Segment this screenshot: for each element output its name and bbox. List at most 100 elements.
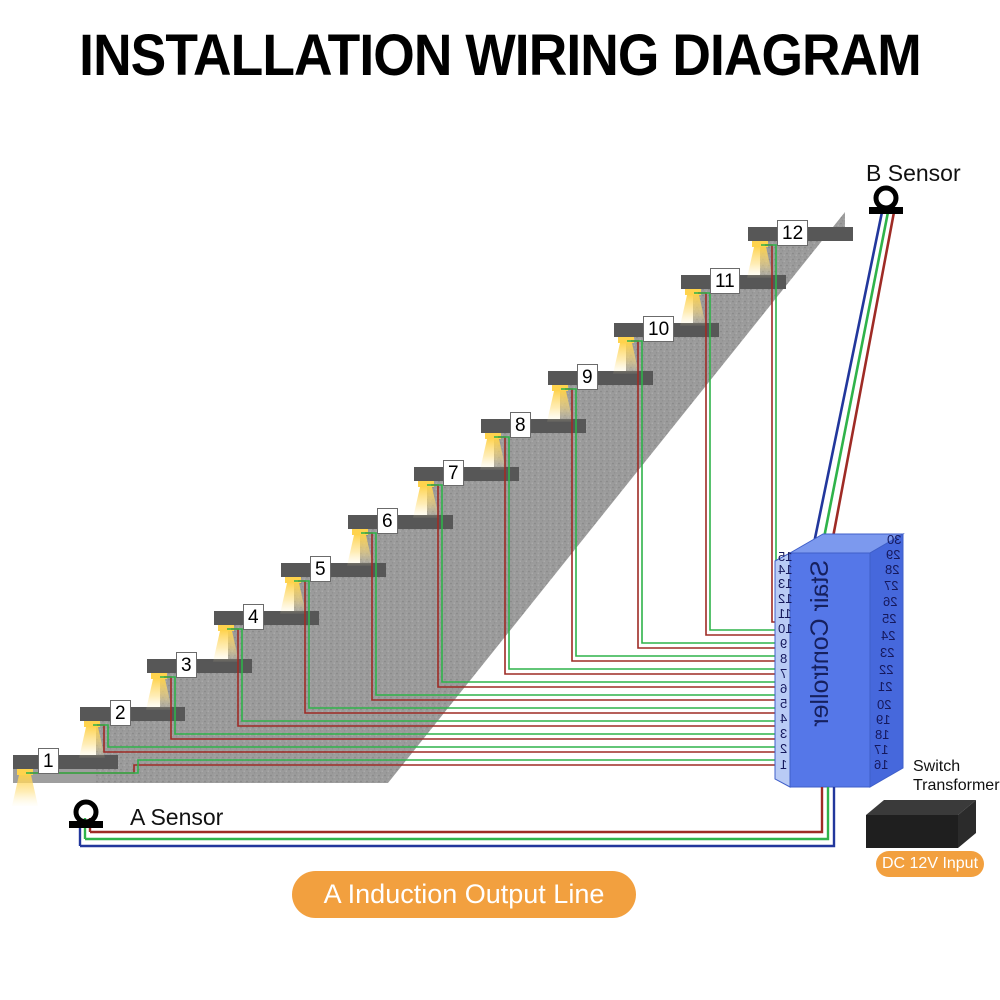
terminal-left-8: 8 <box>780 651 788 666</box>
terminal-right-18: 18 <box>875 727 890 742</box>
terminal-right-28: 28 <box>885 562 900 577</box>
tread-8 <box>481 419 586 433</box>
wire-green-11 <box>694 292 786 631</box>
terminal-right-26: 26 <box>883 594 898 609</box>
step-number-10: 10 <box>643 316 675 342</box>
step-number-2: 2 <box>110 700 131 726</box>
tread-5 <box>281 563 386 577</box>
tread-2 <box>80 707 185 721</box>
wire-green-9 <box>561 388 786 657</box>
tread-7 <box>414 467 519 481</box>
lamp-4 <box>218 625 234 631</box>
lamp-7 <box>418 481 434 487</box>
stair-controller-box <box>774 533 905 788</box>
terminal-right-22: 22 <box>879 662 894 677</box>
terminal-right-20: 20 <box>877 697 892 712</box>
terminal-right-27: 27 <box>884 578 899 593</box>
lamp-glow-11 <box>680 295 706 326</box>
wire-green-5 <box>294 580 786 709</box>
terminal-right-24: 24 <box>881 628 896 643</box>
lamp-10 <box>618 337 634 343</box>
step-8 <box>480 419 586 470</box>
step-number-12: 12 <box>777 220 809 246</box>
terminal-left-15: 15 <box>778 549 793 564</box>
wire-green-2 <box>93 724 786 748</box>
step-number-8: 8 <box>510 412 531 438</box>
lamp-6 <box>352 529 368 535</box>
tread-9 <box>548 371 653 385</box>
lamp-5 <box>285 577 301 583</box>
step-9 <box>547 371 653 422</box>
lamp-glow-5 <box>280 583 306 614</box>
lamp-12 <box>752 241 768 247</box>
terminal-left-1: 1 <box>780 757 788 772</box>
step-number-5: 5 <box>310 556 331 582</box>
terminal-left-2: 2 <box>780 741 788 756</box>
terminal-left-11: 11 <box>778 606 792 621</box>
terminal-right-25: 25 <box>882 611 897 626</box>
terminal-right-16: 16 <box>874 757 889 772</box>
lamp-2 <box>84 721 100 727</box>
step-number-3: 3 <box>176 652 197 678</box>
b-sensor-wires <box>811 211 896 549</box>
lamp-8 <box>485 433 501 439</box>
terminal-left-5: 5 <box>780 696 788 711</box>
wire-green-10 <box>627 340 786 644</box>
lamp-glow-2 <box>79 727 105 758</box>
lamp-glow-6 <box>347 535 373 566</box>
page-title: INSTALLATION WIRING DIAGRAM <box>79 23 922 88</box>
lamp-glow-9 <box>547 391 573 422</box>
wire-green-7 <box>427 484 786 683</box>
terminal-left-3: 3 <box>780 726 788 741</box>
dc-input-badge: DC 12V Input <box>876 851 984 877</box>
terminal-left-4: 4 <box>780 711 788 726</box>
lamp-9 <box>552 385 568 391</box>
lamp-glow-8 <box>480 439 506 470</box>
b-wire-blue <box>811 211 884 549</box>
step-number-11: 11 <box>710 268 740 294</box>
tread-6 <box>348 515 453 529</box>
b-sensor-label: B Sensor <box>866 160 961 186</box>
lamp-3 <box>151 673 167 679</box>
step-number-7: 7 <box>443 460 464 486</box>
terminal-left-14: 14 <box>778 562 793 577</box>
lamp-glow-3 <box>146 679 172 710</box>
step-4 <box>213 611 319 662</box>
lamp-glow-12 <box>747 247 773 278</box>
switch-transformer-label: Switch Transformer <box>913 758 1000 794</box>
terminal-right-23: 23 <box>880 645 895 660</box>
lamp-glow-7 <box>413 487 439 518</box>
lamp-wire-bundle <box>26 244 786 774</box>
b-wire-green <box>820 211 890 549</box>
a-sensor-label: A Sensor <box>130 804 224 830</box>
terminal-left-10: 10 <box>778 621 793 636</box>
wire-green-3 <box>160 676 786 735</box>
induction-output-line-badge: A Induction Output Line <box>292 871 636 918</box>
tread-3 <box>147 659 252 673</box>
wire-green-1 <box>26 759 786 774</box>
lamp-glow-1 <box>12 775 38 806</box>
terminal-left-7: 7 <box>780 666 788 681</box>
wire-green-6 <box>361 532 786 696</box>
lamp-11 <box>685 289 701 295</box>
step-number-1: 1 <box>38 748 59 774</box>
a-wire-blue <box>80 787 836 848</box>
step-number-6: 6 <box>377 508 398 534</box>
step-5 <box>280 563 386 614</box>
tread-4 <box>214 611 319 625</box>
b-sensor-icon <box>869 185 903 214</box>
a-sensor-wires <box>78 787 836 848</box>
a-wire-red <box>90 787 824 834</box>
terminal-left-6: 6 <box>780 681 788 696</box>
step-3 <box>146 659 252 710</box>
terminal-right-17: 17 <box>874 742 889 757</box>
terminal-right-21: 21 <box>878 679 893 694</box>
terminal-left-9: 9 <box>780 636 788 651</box>
step-2 <box>79 707 185 758</box>
step-7 <box>413 467 519 518</box>
step-number-4: 4 <box>243 604 264 630</box>
controller-label: Stair Controller <box>806 560 835 727</box>
wire-green-4 <box>227 628 786 722</box>
